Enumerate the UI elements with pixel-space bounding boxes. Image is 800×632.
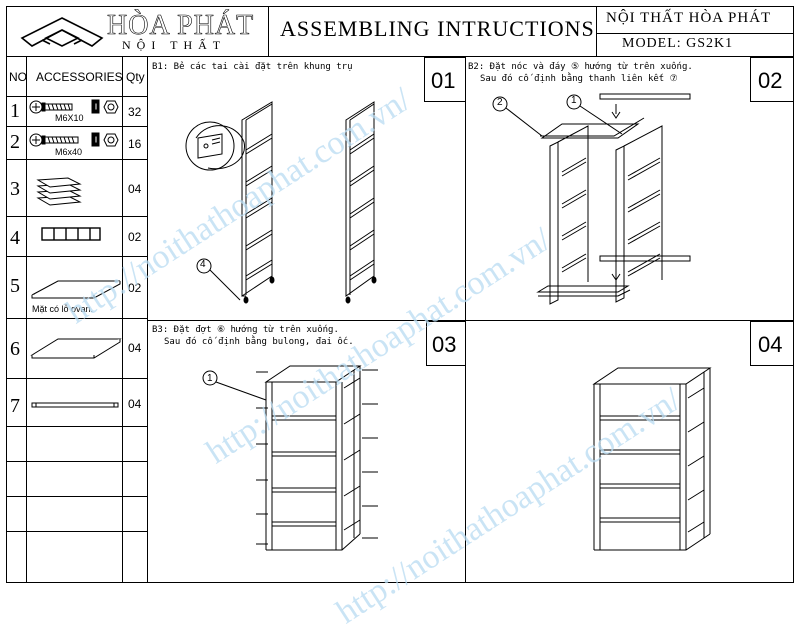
step-2-instruction: B2: Đặt nóc và đáy ⑤ hướng từ trên xuống…: [468, 62, 693, 72]
step-3-instruction: B3: Đặt đợt ⑥ hướng từ trên xuống.: [152, 325, 339, 335]
row-number: 7: [10, 395, 20, 417]
page-frame: [6, 6, 794, 583]
company-name: NỘI THẤT HÒA PHÁT: [606, 10, 772, 26]
table-header-accessories: ACCESSORIES: [36, 70, 123, 84]
step-number: 04: [758, 332, 783, 357]
hoa-phat-logo-icon: [20, 17, 104, 47]
step-number: 01: [431, 68, 456, 93]
accessory-label: M6x40: [55, 147, 83, 157]
table-header-no: NO: [9, 70, 27, 84]
brand-logo: HÒA PHÁT NỘI THẤT: [12, 8, 268, 54]
step-number: 02: [758, 68, 783, 93]
row-number: 1: [10, 100, 20, 122]
accessory-label: Mặt có lỗ ovan.: [32, 304, 94, 314]
bolt-icon: [29, 99, 119, 147]
table-header-qty: Qty: [126, 70, 145, 84]
shelf-panel-icon: [30, 338, 122, 359]
step-number: 03: [432, 332, 457, 357]
row-qty: 32: [128, 105, 142, 119]
step-2-diagram: [492, 93, 691, 305]
callout-2: 2: [497, 97, 503, 108]
row-number: 3: [10, 178, 20, 200]
row-number: 6: [10, 338, 20, 360]
step-3-instruction-2: Sau đó cố định bằng bulong, đai ốc.: [164, 337, 354, 347]
row-qty: 04: [128, 397, 142, 411]
step-3-diagram: [202, 365, 378, 551]
row-number: 5: [10, 275, 20, 297]
row-qty: 02: [128, 281, 142, 295]
model-number: MODEL: GS2K1: [622, 36, 734, 51]
top-panel-icon: [31, 280, 121, 299]
row-qty: 02: [128, 230, 142, 244]
step-4-diagram: [592, 367, 712, 551]
row-number: 4: [10, 227, 20, 249]
accessory-label: M6X10: [55, 113, 84, 123]
row-qty: 04: [128, 341, 142, 355]
step-2-instruction-2: Sau đó cố định bằng thanh liên kết ⑦: [480, 74, 678, 84]
side-frame-icon: [41, 227, 101, 241]
callout-4: 4: [200, 259, 206, 270]
step-1-instruction: B1: Bẻ các tai cài đặt trên khung trụ: [152, 62, 353, 72]
brand-subtitle: NỘI THẤT: [122, 38, 227, 52]
connecting-bar-icon: [31, 402, 119, 408]
row-number: 2: [10, 131, 20, 153]
step-1-diagram: [185, 101, 377, 304]
document-title: ASSEMBLING INTRUCTIONS: [280, 16, 595, 41]
row-qty: 04: [128, 182, 142, 196]
row-qty: 16: [128, 137, 142, 151]
callout-1: 1: [571, 95, 577, 106]
brand-name: HÒA PHÁT: [107, 10, 255, 42]
callout-1: 1: [207, 373, 213, 384]
shelf-bracket-icon: [36, 177, 82, 206]
